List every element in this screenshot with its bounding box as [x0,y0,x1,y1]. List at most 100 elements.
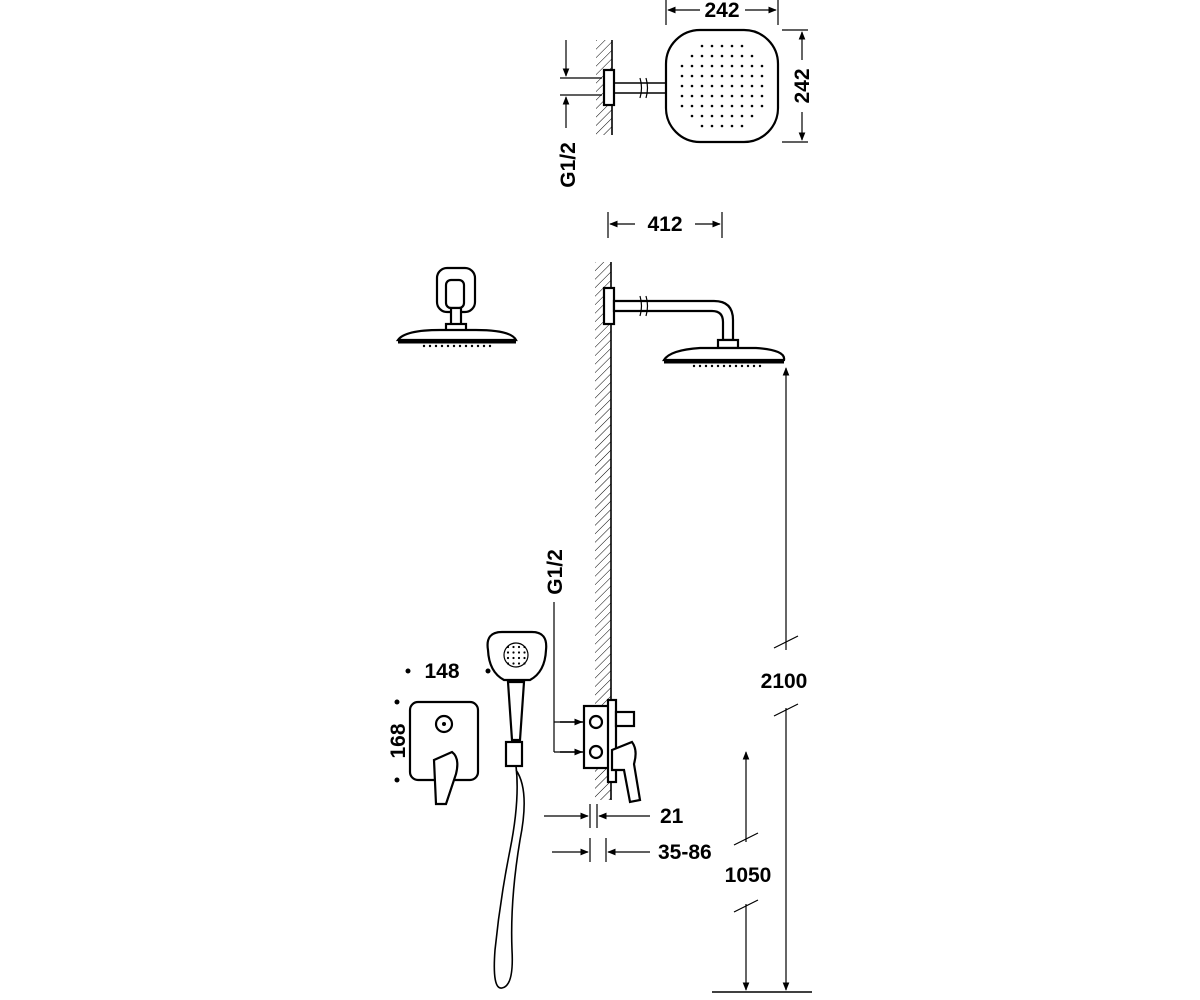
nozzle-dot [710,124,714,128]
nozzle-dot [720,104,724,108]
top-arm-and-flange [602,68,666,107]
nozzle-dot [740,74,744,78]
nozzle-dot [710,64,714,68]
nozzle-dot [512,645,515,649]
hand-shower [486,630,548,989]
nozzle-dot [434,344,438,348]
dim-thread-top: G1/2 [557,40,602,188]
nozzle-dot [716,364,720,368]
nozzle-dot [690,84,694,88]
nozzle-dot [720,44,724,48]
arm-length-label: 412 [647,213,682,236]
nozzle-dot [740,64,744,68]
nozzle-dot [488,344,492,348]
nozzle-dot [506,662,510,665]
dim-overhead-width: 242 [665,0,779,25]
nozzle-dot [750,114,754,118]
nozzle-dot [482,344,486,348]
nozzle-dot [730,54,734,58]
dim-arm-length: 412 [607,212,723,238]
nozzle-dot [506,645,510,649]
nozzle-dot [458,344,462,348]
nozzle-dot [760,64,764,68]
nozzle-dot [710,364,714,368]
nozzle-dot [690,114,694,118]
nozzle-dot [512,656,515,660]
thread-mid-label: G1/2 [544,549,567,595]
nozzle-dot [720,74,724,78]
nozzle-dot [700,44,704,48]
wall-offset-label: 21 [660,805,684,828]
nozzle-dot [446,344,450,348]
nozzle-dot [720,114,724,118]
nozzle-dot [690,104,694,108]
nozzle-dot [720,94,724,98]
nozzle-dot [517,662,521,665]
mixer-height-label: 168 [387,723,410,758]
nozzle-dot [710,104,714,108]
nozzle-dot [680,94,684,98]
mixer-body-side [560,698,642,804]
nozzle-dot [720,64,724,68]
thread-top-label: G1/2 [557,142,580,188]
nozzle-dot [704,364,708,368]
nozzle-dot [758,364,762,368]
nozzle-dot [740,104,744,108]
nozzle-dot [512,651,515,654]
nozzle-dot [452,344,456,348]
nozzle-dot [517,656,521,660]
overhead-shower-head-side [662,346,786,368]
nozzle-dot [750,104,754,108]
nozzle-dot [730,74,734,78]
nozzle-dot [517,645,521,649]
nozzle-dot [700,74,704,78]
overhead-shower-perspective [395,266,518,348]
nozzle-dot [422,344,426,348]
nozzle-dot [730,84,734,88]
overhead-width-label: 242 [704,0,739,22]
nozzle-dot [523,662,526,665]
nozzle-dot [470,344,474,348]
nozzle-dot [730,94,734,98]
nozzle-dot [730,64,734,68]
nozzle-dot [680,74,684,78]
overhead-shower-head-front [664,28,780,144]
nozzle-dot [700,64,704,68]
nozzle-dot [680,64,684,68]
nozzle-dot [710,114,714,118]
nozzle-dot [517,651,521,654]
nozzle-dot [523,645,526,649]
nozzle-dot [730,44,734,48]
mixer-mount-height-label: 1050 [725,864,772,887]
nozzle-dot [512,662,515,665]
nozzle-dot [760,74,764,78]
mixer-front [408,700,480,806]
handshower-width-label: 148 [424,660,459,683]
nozzle-dot [710,44,714,48]
nozzle-dot [740,364,744,368]
nozzle-dot [710,84,714,88]
nozzle-dot [464,344,468,348]
nozzle-dot [700,114,704,118]
nozzle-dot [476,344,480,348]
nozzle-dot [740,114,744,118]
dim-total-height: 2100 [712,367,812,993]
nozzle-dot [720,54,724,58]
dim-thread-mid: G1/2 [544,549,583,756]
nozzle-dot [700,84,704,88]
nozzle-dot [692,364,696,368]
nozzle-dot [760,104,764,108]
total-height-label: 2100 [761,670,808,693]
nozzle-dot [720,84,724,88]
nozzle-dot [690,54,694,58]
nozzle-dot [700,54,704,58]
nozzle-dot [740,44,744,48]
dim-handshower-width: 148 [405,660,491,683]
dim-mixer-height: 168 [387,699,410,783]
nozzle-dot [523,651,526,654]
nozzle-dot [506,656,510,660]
nozzle-dot [750,54,754,58]
nozzle-dot [750,74,754,78]
nozzle-dot [730,124,734,128]
